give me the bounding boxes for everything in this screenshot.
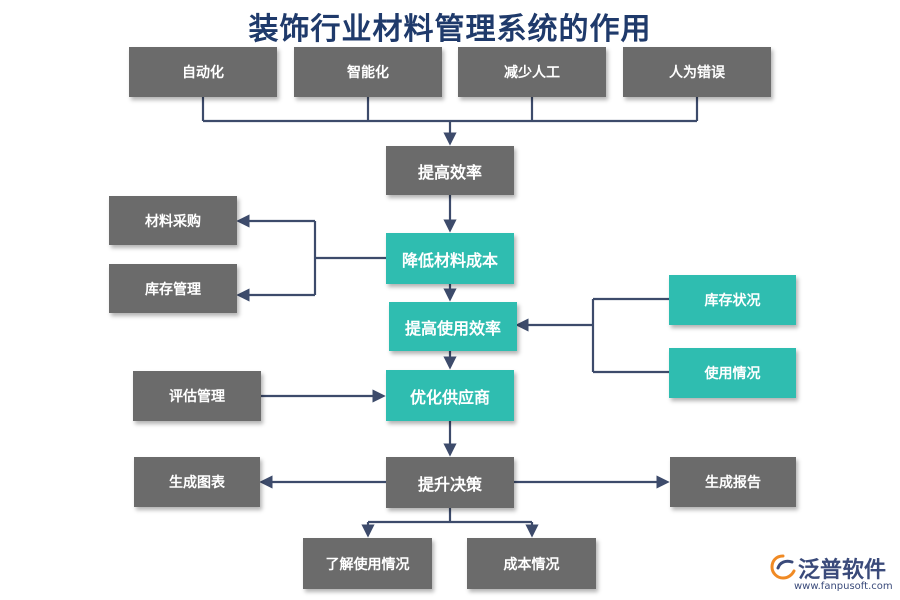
box-stock-status: 库存状况 (669, 275, 796, 325)
box-usage-status: 使用情况 (669, 348, 796, 398)
box-reduce-cost: 降低材料成本 (386, 233, 514, 284)
box-inventory: 库存管理 (109, 264, 237, 313)
box-improve-efficiency: 提高效率 (386, 146, 514, 195)
box-cost-status: 成本情况 (467, 538, 596, 589)
box-report: 生成报告 (670, 457, 796, 507)
top-box-human-error: 人为错误 (623, 47, 771, 97)
box-improve-usage: 提高使用效率 (389, 302, 517, 351)
diagram-title: 装饰行业材料管理系统的作用 (248, 12, 652, 47)
brand-logo: 泛普软件 www.fanpusoft.com (770, 552, 895, 596)
fanpu-logo-icon (770, 554, 796, 580)
box-charts: 生成图表 (134, 457, 260, 507)
box-know-usage: 了解使用情况 (303, 538, 432, 589)
top-box-intelligent: 智能化 (294, 47, 442, 97)
brand-name: 泛普软件 (798, 558, 887, 583)
brand-url: www.fanpusoft.com (794, 581, 893, 592)
top-box-automation: 自动化 (129, 47, 277, 97)
box-purchase: 材料采购 (109, 196, 237, 245)
top-box-reduce-labor: 减少人工 (458, 47, 606, 97)
box-optimize-supplier: 优化供应商 (386, 370, 514, 421)
box-decision: 提升决策 (386, 457, 514, 508)
box-evaluation: 评估管理 (133, 371, 261, 421)
